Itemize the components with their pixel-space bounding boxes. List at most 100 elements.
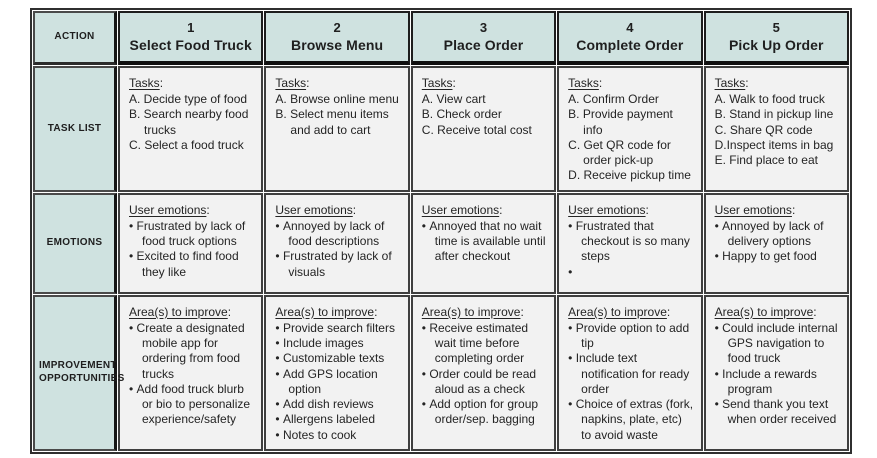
emotions-list-5: Annoyed by lack of delivery optionsHappy… [715, 219, 841, 265]
task-item: A. Decide type of food [129, 92, 248, 107]
emotions-cell-2: User emotions: Annoyed by lack of food d… [264, 192, 410, 294]
task-item: C. Share QR code [714, 122, 813, 137]
emotions-list-1: Frustrated by lack of food truck options… [129, 219, 255, 280]
emotions-cell-3: User emotions: Annoyed that no wait time… [410, 192, 557, 294]
emotions-heading: User emotions: [275, 202, 357, 217]
tasks-heading: Tasks: [421, 76, 456, 90]
improvement-item: Add dish reviews [275, 397, 401, 412]
emotions-heading: User emotions: [421, 202, 503, 217]
emotions-list-3: Annoyed that no wait time is available u… [422, 219, 548, 265]
step-title-5: Pick Up Order [728, 37, 824, 54]
step-title-4: Complete Order [576, 37, 684, 54]
improvements-cell-2: Area(s) to improve: Provide search filte… [264, 294, 410, 451]
improvement-item: Add food truck blurb or bio to personali… [129, 382, 255, 428]
task-item: A. Walk to food truck [714, 92, 825, 107]
row-label-task-list: TASK LIST [33, 66, 117, 192]
improvement-item: Provide search filters [275, 321, 401, 336]
improvement-item: Send thank you text when order received [715, 397, 841, 427]
step-number-1: 1 [187, 19, 195, 35]
improvements-list-3: Receive estimated wait time before compl… [422, 321, 548, 428]
row-label-emotions: EMOTIONS [33, 192, 117, 294]
emotions-list-2: Annoyed by lack of food descriptionsFrus… [275, 219, 401, 280]
emotions-heading: User emotions: [568, 202, 649, 217]
emotions-heading: User emotions: [714, 202, 796, 217]
improvements-heading: Area(s) to improve: [275, 304, 378, 319]
improvements-list-2: Provide search filtersInclude imagesCust… [275, 321, 401, 443]
improvements-cell-4: Area(s) to improve: Provide option to ad… [557, 294, 703, 451]
improvement-item: Choice of extras (fork, napkins, plate, … [568, 397, 694, 443]
improvement-item: Notes to cook [275, 428, 401, 443]
task-item: A. Confirm Order [568, 92, 659, 107]
improvement-item: Add option for group order/sep. bagging [422, 397, 548, 427]
tasks-heading: Tasks: [568, 76, 603, 90]
improvement-item: Include text notification for ready orde… [568, 351, 694, 397]
improvements-heading: Area(s) to improve: [714, 304, 817, 319]
improvements-heading: Area(s) to improve: [568, 304, 671, 319]
emotion-item: Frustrated by lack of food truck options [129, 219, 255, 249]
improvements-list-5: Could include internal GPS navigation to… [715, 321, 841, 428]
emotion-item: Annoyed by lack of food descriptions [275, 219, 401, 249]
step-title-1: Select Food Truck [129, 37, 252, 54]
improvement-item: Order could be read aloud as a check [422, 367, 548, 397]
emotions-heading: User emotions: [129, 202, 210, 217]
task-item: C. Get QR code for order pick-up [568, 137, 671, 168]
emotion-item: Happy to get food [715, 249, 841, 264]
task-item: B. Stand in pickup line [714, 107, 834, 122]
row-label-improvement-opportunities: IMPROVEMENT OPPORTUNITIES [33, 294, 124, 451]
improvements-list-4: Provide option to add tipInclude text no… [568, 321, 694, 443]
step-number-3: 3 [479, 19, 488, 35]
improvements-heading: Area(s) to improve: [421, 304, 524, 319]
improvements-list-1: Create a designated mobile app for order… [129, 321, 255, 428]
task-item: C. Receive total cost [421, 122, 532, 137]
task-item: D. Receive pickup time [568, 168, 691, 183]
step-title-3: Place Order [443, 37, 524, 54]
step-header-1: 1 Select Food Truck [118, 11, 264, 65]
step-header-4: 4 Complete Order [557, 11, 703, 65]
task-item: A. Browse online menu [275, 92, 399, 107]
task-item: B. Provide payment info [568, 107, 673, 137]
improvement-item: Allergens labeled [275, 412, 401, 427]
improvement-item: Include a rewards program [715, 367, 841, 397]
task-item: A. View cart [421, 92, 486, 107]
task-item: B. Search nearby food trucks [129, 107, 249, 137]
action-row: ACTION 1 Select Food Truck 2 Browse Menu… [33, 11, 849, 65]
step-title-2: Browse Menu [291, 37, 384, 54]
step-header-3: 3 Place Order [410, 11, 557, 65]
improvement-row: IMPROVEMENT OPPORTUNITIES Area(s) to imp… [33, 294, 849, 451]
improvement-item: Customizable texts [275, 351, 401, 366]
improvement-item: Provide option to add tip [568, 321, 694, 351]
emotions-cell-4: User emotions: Frustrated that checkout … [557, 192, 703, 294]
task-item: E. Find place to eat [714, 153, 818, 168]
emotion-item: Frustrated by lack of visuals [275, 249, 401, 279]
emotion-item: Annoyed by lack of delivery options [715, 219, 841, 249]
emotions-cell-1: User emotions: Frustrated by lack of foo… [118, 192, 264, 294]
improvements-heading: Area(s) to improve: [129, 304, 232, 319]
improvement-item: Add GPS location option [275, 367, 401, 397]
emotion-item: Excited to find food they like [129, 249, 255, 279]
improvement-item: Include images [275, 336, 401, 351]
emotion-item: Frustrated that checkout is so many step… [568, 219, 694, 265]
tasks-heading: Tasks: [714, 76, 749, 90]
task-item: D.Inspect items in bag [714, 137, 834, 152]
improvement-item: Create a designated mobile app for order… [129, 321, 255, 382]
step-number-5: 5 [772, 19, 780, 35]
improvements-cell-1: Area(s) to improve: Create a designated … [118, 294, 264, 451]
step-number-4: 4 [626, 19, 634, 35]
improvements-cell-5: Area(s) to improve: Could include intern… [703, 294, 849, 451]
emotions-row: EMOTIONS User emotions: Frustrated by la… [33, 192, 849, 294]
row-label-action: ACTION [33, 11, 117, 65]
improvement-item: Could include internal GPS navigation to… [715, 321, 841, 367]
emotion-item [568, 265, 694, 280]
